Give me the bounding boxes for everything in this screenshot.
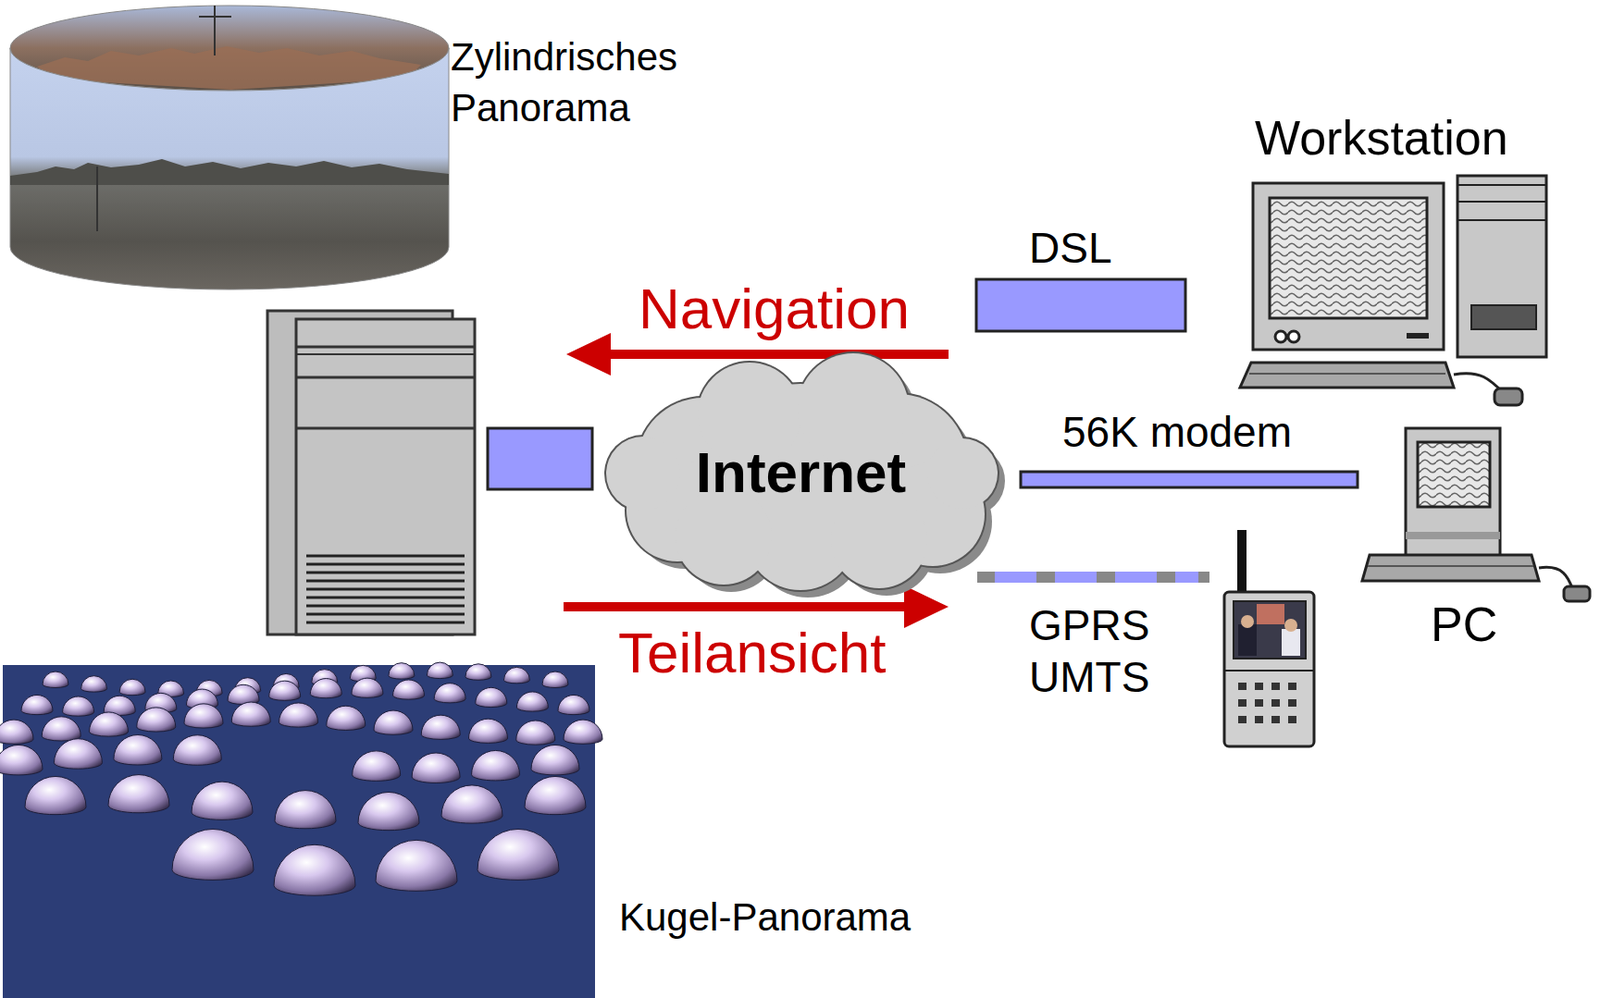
sphere [393, 680, 425, 700]
sphere [326, 706, 366, 731]
sphere [434, 683, 466, 704]
sphere [563, 719, 603, 745]
sphere [388, 663, 415, 681]
sphere [426, 662, 453, 680]
sphere [24, 776, 87, 815]
sphere [42, 671, 69, 689]
dsl-bar [976, 279, 1186, 332]
sphere [373, 710, 413, 735]
sphere [0, 719, 34, 745]
sphere [558, 694, 590, 715]
node-title: Internet [695, 439, 906, 506]
sphere [310, 679, 342, 699]
cloud-puff [831, 492, 928, 589]
network-port [487, 428, 593, 490]
device-label: Workstation [1254, 111, 1509, 167]
link-label: GPRS UMTS [1029, 599, 1168, 704]
arrow-label: Teilansicht [618, 620, 886, 686]
cloud-puff [927, 438, 998, 509]
sphere [62, 696, 95, 717]
sphere [21, 694, 53, 715]
sphere [53, 739, 102, 770]
sphere [173, 735, 222, 767]
sphere [358, 792, 420, 831]
sphere [411, 753, 460, 784]
sphere [542, 671, 569, 689]
sphere [441, 785, 503, 824]
sphere [274, 791, 336, 830]
sphere [375, 840, 458, 892]
sphere [172, 829, 254, 881]
sphere [477, 829, 559, 881]
cloud-puff [606, 436, 681, 511]
device-label: PC [1430, 597, 1498, 654]
sphere [524, 776, 586, 815]
panorama-label: Zylindrisches Panorama [450, 31, 710, 135]
sphere [465, 664, 492, 682]
sphere [0, 744, 43, 776]
sphere [136, 707, 176, 732]
sphere [81, 676, 108, 694]
sphere [108, 775, 170, 814]
mobile-phone-icon [1224, 530, 1315, 747]
link-label: DSL [1029, 223, 1112, 273]
panorama-label: Kugel-Panorama [619, 895, 911, 941]
sphere [421, 715, 460, 740]
sphere [184, 704, 224, 729]
sphere [471, 750, 521, 782]
cloud-node: Internet [601, 351, 1001, 593]
sphere [41, 717, 81, 742]
pc-icon [1362, 428, 1590, 602]
sphere [227, 684, 260, 705]
sphere [351, 678, 384, 698]
sphere [279, 703, 319, 728]
sphere [469, 719, 509, 744]
sphere [191, 781, 253, 820]
sphere [89, 712, 129, 737]
sphere [231, 702, 271, 727]
sphere [475, 687, 508, 707]
sphere [531, 744, 580, 776]
wireless-bar [977, 571, 1210, 583]
cylinder-panorama [10, 5, 449, 290]
sphere [503, 667, 530, 684]
server-icon [267, 310, 475, 635]
sphere [273, 844, 356, 896]
sphere [516, 720, 556, 745]
sphere [113, 734, 162, 766]
modem-bar [1020, 471, 1358, 488]
workstation-icon [1240, 175, 1547, 406]
sphere [352, 751, 401, 782]
sphere-panorama [0, 662, 603, 998]
sphere [516, 692, 548, 712]
link-label: 56K modem [1062, 408, 1292, 458]
sphere [119, 679, 146, 696]
arrow-label: Navigation [638, 275, 910, 342]
sphere [269, 681, 301, 701]
